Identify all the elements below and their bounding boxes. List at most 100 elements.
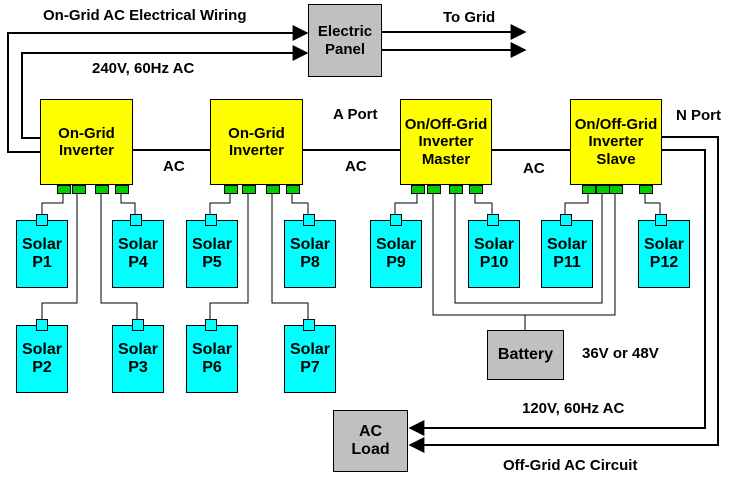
inverter-master: On/Off-Grid Inverter Master [400,99,492,185]
battery: Battery [487,330,564,380]
battery-voltage-label: 36V or 48V [582,345,659,362]
inverter-port [72,185,86,194]
ac-label-2: AC [345,158,367,175]
wire-p7 [271,190,309,320]
solar-label: Solar [473,235,514,253]
inverter-3-line3: Master [421,150,471,168]
wire-p2 [41,190,78,320]
inverter-4-line3: Slave [596,150,636,168]
wire-p10 [474,190,493,215]
solar-id: P6 [202,359,222,376]
solar-label: Solar [289,340,330,358]
grid-wire-inner [21,45,309,139]
wire-p4 [120,190,136,215]
electric-panel-line1: Electric [317,23,373,41]
solar-junction [205,319,217,331]
solar-panel-p6: Solar P6 [186,325,238,393]
solar-junction [655,214,667,226]
solar-junction [303,214,315,226]
inverter-1-line2: Inverter [58,142,115,159]
to-grid-label: To Grid [443,9,496,26]
inverter-4-line1: On/Off-Grid [574,116,658,134]
solar-panel-p12: Solar P12 [638,220,690,288]
inverter-on-grid-2: On-Grid Inverter [210,99,303,185]
inverter-port [57,185,71,194]
solar-label: Solar [21,235,62,253]
inverter-port [609,185,623,194]
a-port-label: A Port [333,106,378,123]
ac-label-1: AC [163,158,185,175]
solar-junction [487,214,499,226]
inverter-4-line2: Inverter [588,133,644,151]
solar-junction [390,214,402,226]
inverter-port [242,185,256,194]
solar-junction [303,319,315,331]
solar-junction [130,214,142,226]
off-grid-circuit-label: Off-Grid AC Circuit [503,457,638,474]
inverter-port [596,185,610,194]
inverter-on-grid-1: On-Grid Inverter [40,99,133,185]
inverter-port [224,185,238,194]
n-port-label: N Port [676,107,721,124]
solar-id: P3 [128,359,148,376]
inverter-2-line1: On-Grid [228,124,285,142]
grid-wire-outer [7,25,309,153]
solar-junction [205,214,217,226]
inverter-port [411,185,425,194]
inverter-port [427,185,441,194]
ac-load: AC Load [333,410,408,472]
solar-panel-p3: Solar P3 [112,325,164,393]
offgrid-wire-inner [408,149,706,436]
solar-label: Solar [546,235,587,253]
solar-panel-p10: Solar P10 [468,220,520,288]
wire-p11 [564,190,589,215]
inverter-port [95,185,109,194]
solar-panel-p2: Solar P2 [16,325,68,393]
wire-p1 [41,190,64,215]
wire-p6 [209,190,249,320]
wire-p3 [100,190,138,320]
solar-panel-p5: Solar P5 [186,220,238,288]
electric-panel-line2: Panel [324,40,366,58]
ac-load-line2: Load [351,441,390,458]
grid-voltage-label: 240V, 60Hz AC [92,60,195,77]
inverter-2-line2: Inverter [228,142,285,159]
solar-junction [36,319,48,331]
solar-panel-p1: Solar P1 [16,220,68,288]
inverter-3-line1: On/Off-Grid [404,116,488,134]
inverter-port [266,185,280,194]
inverter-1-line1: On-Grid [58,124,115,142]
inverter-port [115,185,129,194]
solar-id: P1 [32,254,52,271]
solar-id: P9 [386,254,406,271]
wire-master-bat-2 [454,190,603,304]
solar-label: Solar [289,235,330,253]
electric-panel: Electric Panel [308,4,382,77]
solar-id: P8 [300,254,320,271]
solar-panel-p4: Solar P4 [112,220,164,288]
solar-label: Solar [191,340,232,358]
solar-panel-p7: Solar P7 [284,325,336,393]
solar-junction [132,319,144,331]
ac-label-3: AC [523,160,545,177]
solar-panel-p11: Solar P11 [541,220,593,288]
wire-master-bat-1 [432,190,616,316]
wire-p12 [644,190,661,215]
inverter-port [469,185,483,194]
solar-junction [560,214,572,226]
inverter-port [639,185,653,194]
inverter-slave: On/Off-Grid Inverter Slave [570,99,662,185]
solar-label: Solar [117,340,158,358]
solar-label: Solar [117,235,158,253]
inverter-port [449,185,463,194]
inverter-port [582,185,596,194]
solar-id: P2 [32,359,52,376]
solar-id: P11 [553,254,581,271]
inverter-port [286,185,300,194]
solar-junction [36,214,48,226]
offgrid-wire-outer [408,136,719,453]
solar-id: P7 [300,359,320,376]
solar-label: Solar [643,235,684,253]
